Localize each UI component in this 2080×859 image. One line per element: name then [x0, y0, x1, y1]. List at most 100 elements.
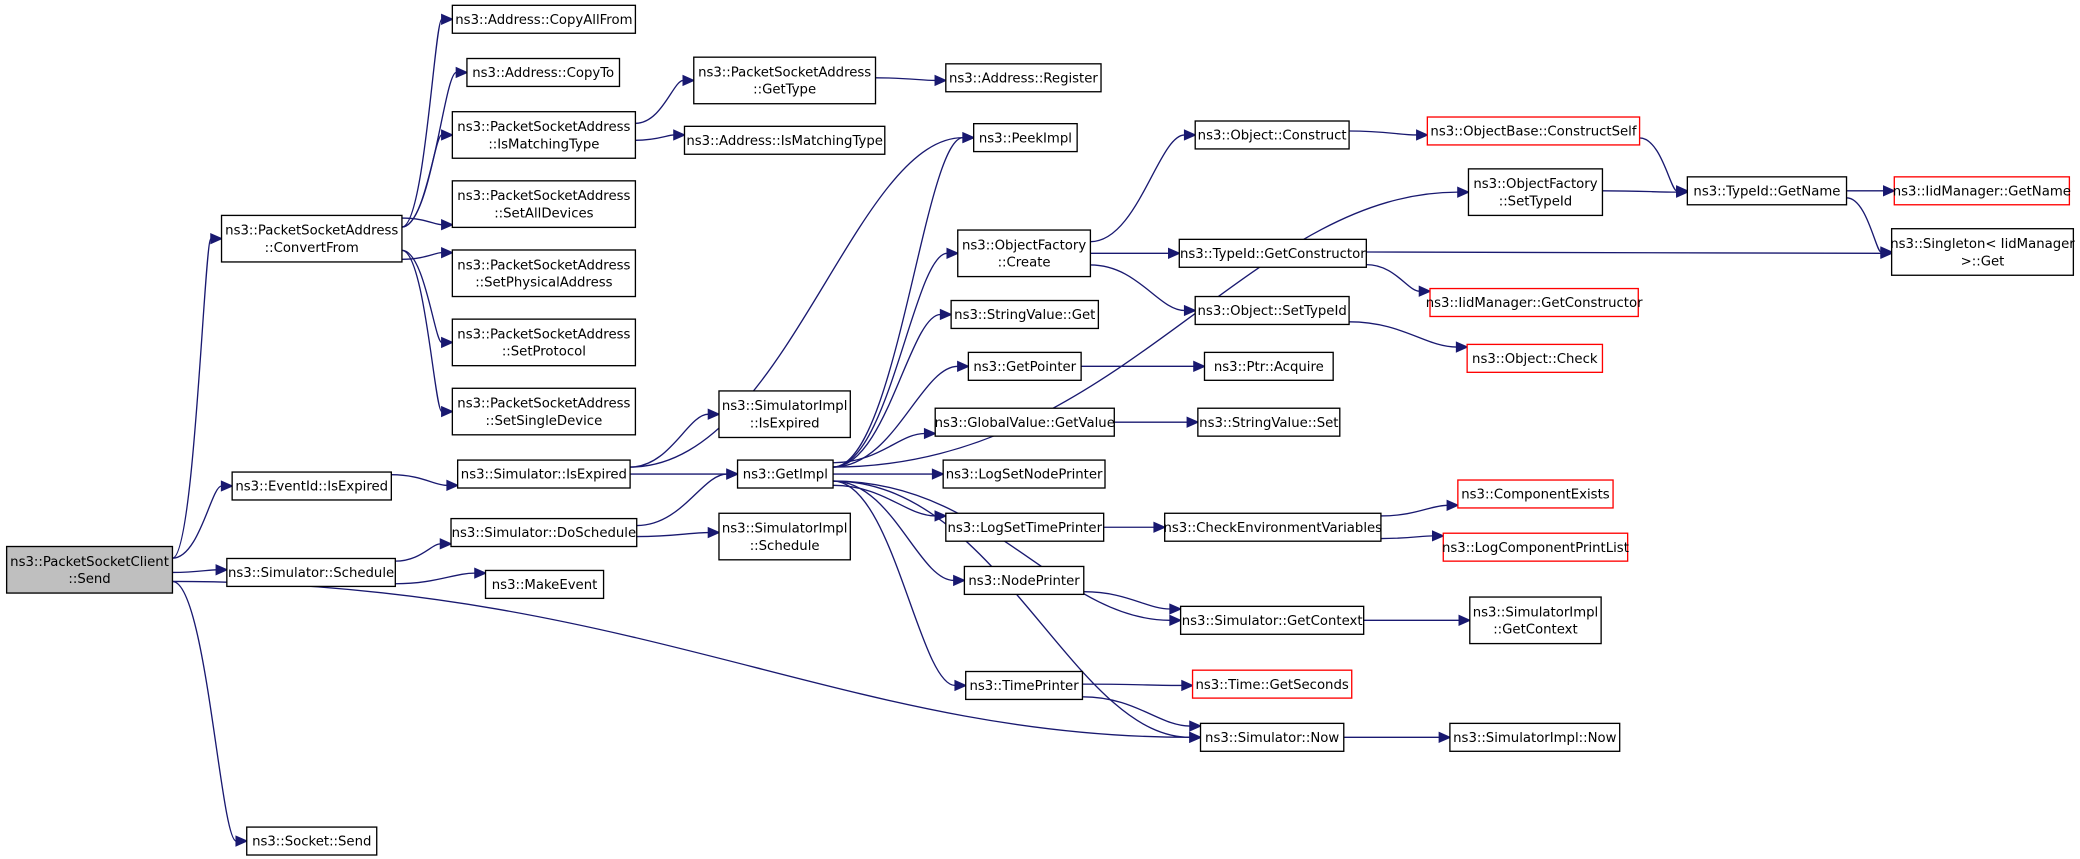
arrowhead — [726, 468, 740, 480]
node-addrRegister[interactable]: ns3::Address::Register — [945, 63, 1102, 93]
edge-line — [875, 77, 936, 82]
node-label: ns3::LogSetNodePrinter — [946, 468, 1103, 483]
node-box — [1203, 351, 1334, 381]
edge-timePrinter-to-simNow — [1082, 696, 1203, 732]
node-copyAllFrom[interactable]: ns3::Address::CopyAllFrom — [451, 4, 637, 34]
arrowhead — [957, 360, 971, 373]
node-logSetTimePrinter[interactable]: ns3::LogSetTimePrinter — [945, 512, 1105, 542]
node-gvGetValue[interactable]: ns3::GlobalValue::GetValue — [934, 407, 1115, 437]
node-getPointer[interactable]: ns3::GetPointer — [967, 351, 1082, 381]
node-label: ns3::NodePrinter — [968, 574, 1080, 589]
node-box — [246, 826, 378, 856]
node-stringValueSet[interactable]: ns3::StringValue::Set — [1197, 407, 1341, 437]
node-stringValueGet[interactable]: ns3::StringValue::Get — [950, 299, 1100, 330]
node-convertFrom[interactable]: ns3::PacketSocketAddress::ConvertFrom — [220, 214, 403, 263]
edge-getImpl-to-simNow — [833, 480, 1203, 744]
node-box — [963, 565, 1085, 596]
node-setPhysicalAddress[interactable]: ns3::PacketSocketAddress::SetPhysicalAdd… — [451, 249, 637, 298]
node-tidGetName[interactable]: ns3::TypeId::GetName — [1686, 176, 1848, 206]
node-box — [1457, 479, 1614, 509]
node-simIsExpired[interactable]: ns3::Simulator::IsExpired — [456, 459, 631, 489]
edge-send-to-socketSend — [172, 580, 249, 847]
node-label: ns3::EventId::IsExpired — [235, 480, 388, 495]
node-label: ::SetSingleDevice — [486, 414, 603, 429]
node-psaGetType[interactable]: ns3::PacketSocketAddress::GetType — [693, 56, 877, 105]
edge-getImpl-to-ofSetTypeId — [833, 186, 1471, 468]
node-label: ns3::SimulatorImpl — [722, 399, 848, 414]
node-schedule[interactable]: ns3::Simulator::Schedule — [226, 557, 396, 588]
node-doSchedule[interactable]: ns3::Simulator::DoSchedule — [450, 517, 638, 548]
arrowhead — [1153, 521, 1167, 533]
arrowhead — [441, 336, 455, 349]
edge-gvGetValue-to-stringValueSet — [1114, 416, 1200, 428]
node-iidGetName[interactable]: ns3::IidManager::GetName — [1893, 176, 2071, 206]
node-setAllDevices[interactable]: ns3::PacketSocketAddress::SetAllDevices — [451, 180, 637, 229]
node-setSingleDevice[interactable]: ns3::PacketSocketAddress::SetSingleDevic… — [451, 387, 637, 436]
edge-send-to-schedule — [172, 564, 229, 576]
node-timePrinter[interactable]: ns3::TimePrinter — [965, 670, 1084, 701]
node-componentExists[interactable]: ns3::ComponentExists — [1457, 479, 1614, 509]
arrowhead — [1186, 416, 1200, 428]
edge-simGetContext-to-simImplGetContext — [1363, 614, 1472, 626]
node-tidGetConstructor[interactable]: ns3::TypeId::GetConstructor — [1178, 238, 1367, 268]
node-box — [965, 670, 1084, 701]
node-label: ::Send — [68, 572, 110, 587]
node-addrIsMatchingType[interactable]: ns3::Address::IsMatchingType — [683, 125, 886, 155]
edge-tidGetName-to-iidGetName — [1846, 185, 1896, 197]
node-makeEvent[interactable]: ns3::MakeEvent — [484, 569, 605, 600]
arrowhead — [1880, 247, 1894, 259]
arrowhead — [1455, 341, 1469, 353]
node-simImplIsExpired[interactable]: ns3::SimulatorImpl::IsExpired — [718, 390, 851, 439]
node-objSetTypeId[interactable]: ns3::Object::SetTypeId — [1194, 295, 1350, 326]
node-setProtocol[interactable]: ns3::PacketSocketAddress::SetProtocol — [451, 318, 637, 367]
node-ofSetTypeId[interactable]: ns3::ObjectFactory::SetTypeId — [1467, 168, 1604, 217]
node-logSetNodePrinter[interactable]: ns3::LogSetNodePrinter — [942, 459, 1106, 489]
node-iidGetConstructor[interactable]: ns3::IidManager::GetConstructor — [1426, 287, 1643, 318]
node-psaIsMatchingType[interactable]: ns3::PacketSocketAddress::IsMatchingType — [451, 111, 637, 159]
arrowhead — [673, 129, 687, 141]
node-box — [451, 111, 637, 159]
node-peekImpl[interactable]: ns3::PeekImpl — [973, 122, 1078, 153]
arrowhead — [1169, 614, 1183, 626]
node-socketSend[interactable]: ns3::Socket::Send — [246, 826, 378, 856]
arrowhead — [931, 468, 945, 480]
arrowhead — [215, 564, 229, 576]
node-label: ns3::Ptr::Acquire — [1214, 360, 1324, 375]
node-simImplNow[interactable]: ns3::SimulatorImpl::Now — [1449, 722, 1621, 752]
node-box — [1449, 722, 1621, 752]
edge-convertFrom-to-psaIsMatchingType — [401, 129, 455, 228]
node-singletonGet[interactable]: ns3::Singleton< IidManager>::Get — [1890, 228, 2075, 276]
node-simGetContext[interactable]: ns3::Simulator::GetContext — [1179, 605, 1365, 635]
edge-line — [635, 134, 674, 141]
node-label: ns3::GlobalValue::GetValue — [935, 416, 1115, 431]
node-ptrAcquire[interactable]: ns3::Ptr::Acquire — [1203, 351, 1334, 381]
node-box — [451, 249, 637, 298]
node-getImpl[interactable]: ns3::GetImpl — [736, 459, 834, 489]
node-simNow[interactable]: ns3::Simulator::Now — [1199, 722, 1345, 752]
node-copyTo[interactable]: ns3::Address::CopyTo — [466, 57, 621, 88]
edge-line — [401, 18, 443, 228]
arrowhead — [1193, 360, 1207, 373]
edge-line — [1090, 134, 1185, 243]
node-timeGetSeconds[interactable]: ns3::Time::GetSeconds — [1191, 669, 1353, 699]
node-ofCreate[interactable]: ns3::ObjectFactory::Create — [957, 229, 1092, 278]
edge-tidGetConstructor-to-singletonGet — [1366, 247, 1894, 259]
node-objCheck[interactable]: ns3::Object::Check — [1466, 343, 1604, 373]
node-box — [934, 407, 1115, 437]
edge-line — [1082, 696, 1190, 727]
node-nodePrinter[interactable]: ns3::NodePrinter — [963, 565, 1085, 596]
node-label: ::SetPhysicalAddress — [475, 276, 612, 291]
arrowhead — [1183, 304, 1197, 317]
node-objConstruct[interactable]: ns3::Object::Construct — [1194, 120, 1350, 150]
node-logComponentPrintList[interactable]: ns3::LogComponentPrintList — [1442, 532, 1629, 562]
node-objBaseConstructSelf[interactable]: ns3::ObjectBase::ConstructSelf — [1426, 116, 1641, 146]
node-checkEnv[interactable]: ns3::CheckEnvironmentVariables — [1164, 512, 1383, 542]
node-box — [1466, 343, 1604, 373]
arrowhead — [1168, 247, 1181, 259]
node-label: ns3::TypeId::GetName — [1693, 184, 1840, 199]
node-box — [1178, 238, 1367, 268]
node-eventIsExpired[interactable]: ns3::EventId::IsExpired — [231, 471, 392, 501]
node-simImplSchedule[interactable]: ns3::SimulatorImpl::Schedule — [718, 512, 851, 561]
node-simImplGetContext[interactable]: ns3::SimulatorImpl::GetContext — [1469, 596, 1602, 645]
edge-line — [1366, 251, 1882, 254]
